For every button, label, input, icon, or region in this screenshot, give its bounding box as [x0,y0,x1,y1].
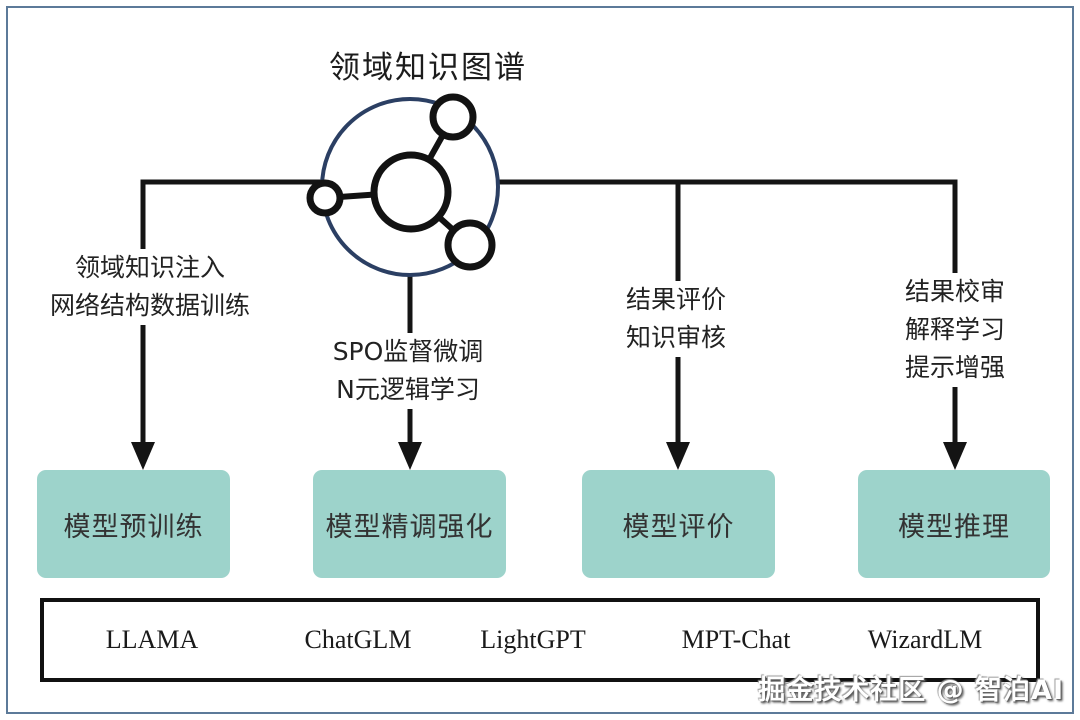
branch4-label-line2: 解释学习 [904,315,1006,344]
stage-box-evaluation-label: 模型评价 [622,511,735,543]
branch1-label-line1: 领域知识注入 [74,253,226,282]
branch2-arrowhead-icon [398,442,422,470]
stage-box-evaluation: 模型评价 [582,470,775,578]
branch3-label-line2: 知识审核 [625,323,727,352]
branch3-label: 结果评价 知识审核 [621,281,731,357]
knowledge-graph-icon [306,93,500,277]
stage-box-pretraining-label: 模型预训练 [63,511,204,543]
branch1-arrowhead-icon [131,442,155,470]
stage-box-inference-label: 模型推理 [898,511,1010,543]
stage-box-finetune-label: 模型精调强化 [325,511,494,543]
model-name-lightgpt: LightGPT [480,625,586,654]
branch1-label-line2: 网络结构数据训练 [49,291,251,320]
branch3-arrowhead-icon [666,442,690,470]
branch1-label: 领域知识注入 网络结构数据训练 [45,249,255,325]
model-name-chatglm: ChatGLM [304,625,412,654]
branch4-arrowhead-icon [943,442,967,470]
branch2-label-line1: SPO监督微调 [332,337,484,366]
model-name-wizardlm: WizardLM [867,625,983,654]
branch3-label-line1: 结果评价 [625,285,727,314]
branch4-label-line1: 结果校审 [904,277,1006,306]
model-name-llama: LLAMA [105,625,199,654]
branch4-label-line3: 提示增强 [904,353,1006,382]
stage-box-finetune: 模型精调强化 [313,470,506,578]
diagram-title: 领域知识图谱 [329,50,527,86]
model-list-box: LLAMA ChatGLM LightGPT MPT-Chat WizardLM [40,598,1040,682]
branch2-label: SPO监督微调 N元逻辑学习 [328,333,488,409]
branch2-label-line2: N元逻辑学习 [336,375,480,404]
model-name-mptchat: MPT-Chat [681,625,791,654]
stage-box-inference: 模型推理 [858,470,1050,578]
branch4-label: 结果校审 解释学习 提示增强 [900,273,1010,387]
connector-trunk [140,179,958,444]
stage-box-pretraining: 模型预训练 [37,470,230,578]
watermark: 掘金技术社区 @ 智泊AI [758,675,1064,706]
